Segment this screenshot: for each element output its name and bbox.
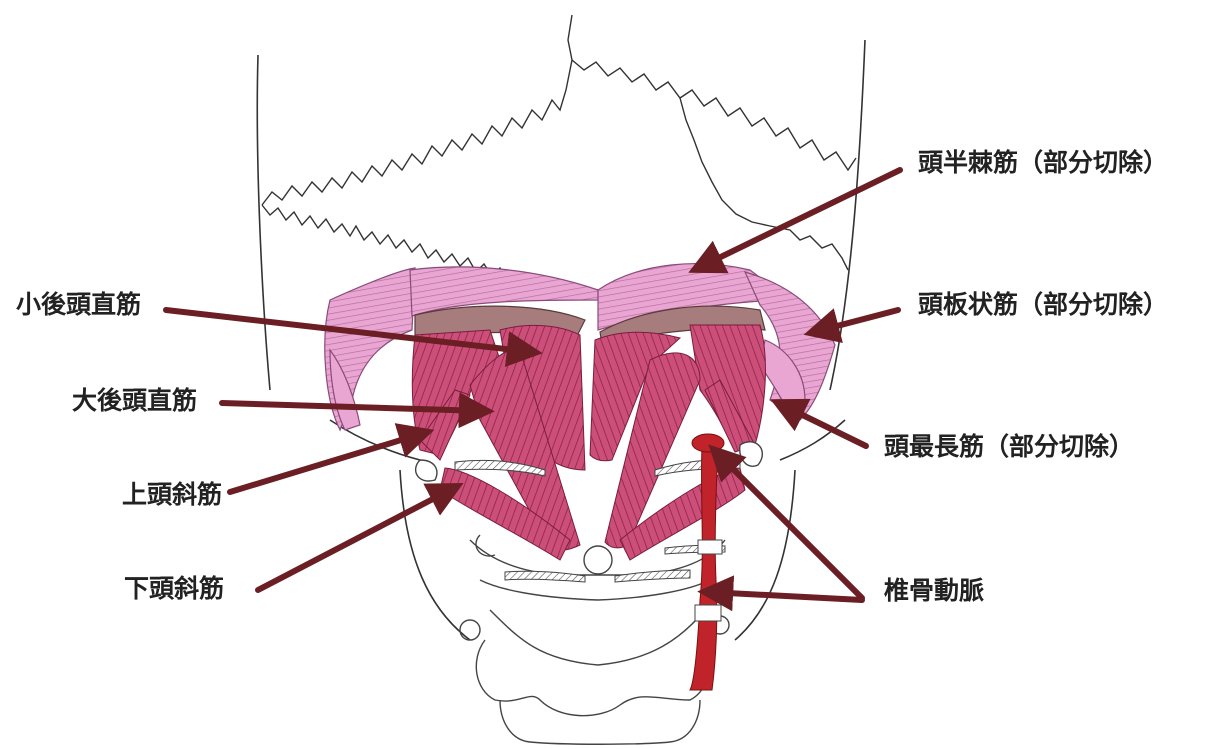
label-longissimus-capitis: 頭最長筋（部分切除） — [884, 432, 1134, 462]
label-rectus-capitis-minor: 小後頭直筋 — [16, 290, 141, 320]
arrow-splenius — [814, 310, 898, 332]
arrow-obliquus-superior — [230, 433, 424, 492]
label-rectus-capitis-major: 大後頭直筋 — [72, 386, 197, 416]
label-obliquus-capitis-superior: 上頭斜筋 — [122, 480, 222, 510]
label-vertebral-artery: 椎骨動脈 — [884, 576, 984, 606]
arrow-semispinalis — [698, 170, 900, 268]
label-semispinalis-capitis: 頭半棘筋（部分切除） — [918, 148, 1168, 178]
arrow-vertebral-artery-upper — [716, 452, 862, 598]
label-splenius-capitis: 頭板状筋（部分切除） — [918, 290, 1168, 320]
arrow-obliquus-inferior — [258, 488, 454, 590]
arrow-longissimus — [780, 404, 866, 446]
label-obliquus-capitis-inferior: 下頭斜筋 — [124, 574, 224, 604]
arrow-vertebral-artery-lower — [708, 592, 862, 600]
